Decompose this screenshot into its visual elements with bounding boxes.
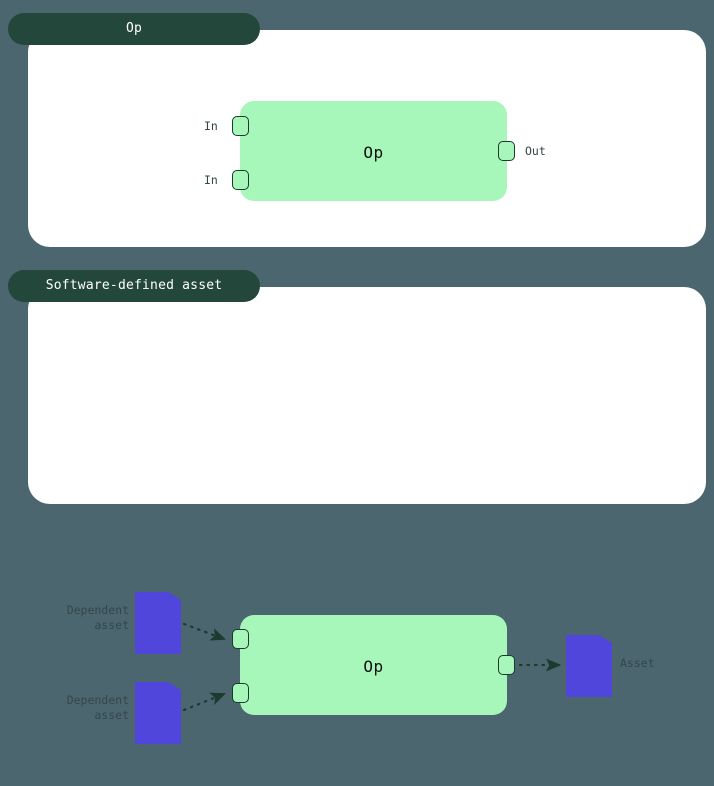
panel-asset-card <box>28 287 706 504</box>
panel-op: Op Op In In Out <box>8 13 706 247</box>
dependent-asset-1-label-line2: asset <box>94 618 129 632</box>
dependent-asset-icon[interactable] <box>135 682 181 744</box>
edge-dependent-asset-2 <box>182 692 227 712</box>
dependent-asset-2-label-line1: Dependent <box>66 693 129 707</box>
output-port-1[interactable] <box>498 141 515 161</box>
panel-asset-tab[interactable]: Software-defined asset <box>8 270 260 302</box>
dependent-asset-icon[interactable] <box>135 592 181 654</box>
op-node[interactable]: Op <box>240 101 507 201</box>
panel-op-canvas: Op In In Out <box>8 13 706 247</box>
input-port-1[interactable] <box>232 629 249 649</box>
op-node[interactable]: Op <box>240 615 507 715</box>
input-port-2[interactable] <box>232 683 249 703</box>
edge-dependent-asset-1 <box>182 622 227 641</box>
output-asset-icon[interactable] <box>566 635 612 697</box>
input-port-2-label: In <box>204 173 218 187</box>
dependent-asset-2-label-line2: asset <box>94 708 129 722</box>
output-port-1[interactable] <box>498 655 515 675</box>
panel-op-tab[interactable]: Op <box>8 13 260 45</box>
input-port-1[interactable] <box>232 116 249 136</box>
dependent-asset-1-label-line1: Dependent <box>66 603 129 617</box>
op-node-label: Op <box>363 143 384 162</box>
output-asset-label: Asset <box>620 656 655 670</box>
output-port-1-label: Out <box>525 144 546 158</box>
op-node-label: Op <box>363 657 384 676</box>
input-port-1-label: In <box>204 119 218 133</box>
input-port-2[interactable] <box>232 170 249 190</box>
